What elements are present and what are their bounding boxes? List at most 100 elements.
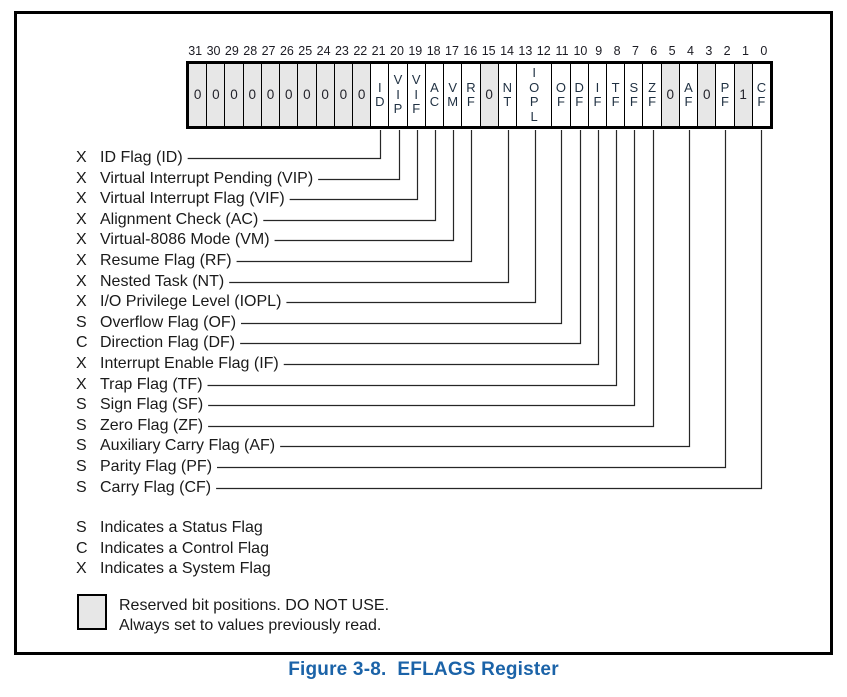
cell-bit-letter: L bbox=[530, 108, 538, 124]
flag-label: Auxiliary Carry Flag (AF) bbox=[100, 437, 276, 455]
flag-prefix: X bbox=[76, 169, 87, 187]
legend-prefix: C bbox=[76, 539, 88, 557]
cell-bit-letter: F bbox=[648, 94, 657, 109]
flag-label: Interrupt Enable Flag (IF) bbox=[100, 355, 279, 372]
bit-number: 27 bbox=[261, 44, 276, 58]
cell-bit-letter: I bbox=[414, 86, 419, 102]
cell-bit-letter: F bbox=[611, 94, 620, 109]
flag-row: X Nested Task (NT) bbox=[76, 272, 224, 292]
flag-label: Virtual Interrupt Flag (VIF) bbox=[100, 190, 285, 208]
cell-bit-letter: O bbox=[555, 79, 567, 95]
bit-number: 24 bbox=[316, 44, 331, 58]
bit-number: 8 bbox=[613, 44, 621, 58]
flag-prefix: X bbox=[76, 149, 87, 166]
cell-bit-letter: F bbox=[720, 94, 729, 109]
legend-text: Indicates a Control Flag bbox=[100, 539, 269, 557]
flag-prefix: C bbox=[76, 334, 88, 352]
flag-prefix: S bbox=[76, 458, 87, 475]
cell-bit-value: 0 bbox=[248, 86, 257, 102]
cell-bit-letter: I bbox=[532, 65, 536, 80]
figure-caption: Figure 3-8. EFLAGS Register bbox=[288, 659, 559, 680]
register-cell-reserved: 0 bbox=[698, 64, 717, 126]
bit-number: 7 bbox=[631, 44, 639, 58]
cell-bit-letter: N bbox=[502, 79, 513, 95]
register-cell-reserved: 0 bbox=[207, 64, 226, 126]
cell-bit-letter: R bbox=[466, 79, 476, 95]
bit-number: 10 bbox=[573, 44, 588, 58]
cell-bit-letter: A bbox=[684, 79, 693, 95]
cell-bit-letter: D bbox=[375, 94, 385, 109]
legend-prefix: X bbox=[76, 559, 87, 577]
bit-number: 5 bbox=[668, 44, 676, 58]
cell-bit-letter: S bbox=[629, 79, 639, 95]
cell-bit-letter: C bbox=[756, 79, 767, 95]
flag-prefix: X bbox=[76, 252, 87, 269]
cell-bit-letter: D bbox=[574, 79, 584, 95]
register-cell-reserved: 0 bbox=[280, 64, 299, 126]
flag-prefix: X bbox=[76, 190, 87, 208]
cell-bit-value: 0 bbox=[702, 86, 711, 102]
flag-row: S Auxiliary Carry Flag (AF) bbox=[76, 436, 275, 456]
bit-number: 23 bbox=[334, 44, 349, 58]
flag-prefix: X bbox=[76, 293, 87, 311]
flag-label: Direction Flag (DF) bbox=[100, 334, 236, 352]
register-cell-reserved: 0 bbox=[480, 64, 499, 126]
cell-bit-value: 0 bbox=[212, 86, 220, 102]
flag-prefix: X bbox=[76, 272, 87, 290]
register-cell-reserved: 0 bbox=[352, 64, 372, 126]
cell-bit-letter: T bbox=[503, 94, 512, 109]
cell-bit-value: 1 bbox=[739, 86, 747, 102]
flag-label: Sign Flag (SF) bbox=[100, 396, 204, 414]
bit-number: 11 bbox=[555, 44, 569, 58]
cell-bit-value: 0 bbox=[357, 86, 366, 102]
cell-bit-letter: F bbox=[412, 101, 421, 117]
cell-bit-value: 0 bbox=[266, 86, 275, 102]
cell-bit-letter: V bbox=[448, 79, 457, 95]
bit-number: 1 bbox=[742, 44, 749, 58]
reserved-note-line2: Always set to values previously read. bbox=[119, 617, 382, 634]
register-cell-reserved: 0 bbox=[334, 64, 353, 126]
flag-prefix: X bbox=[76, 355, 87, 372]
flag-label: Alignment Check (AC) bbox=[100, 210, 259, 228]
flag-label: Carry Flag (CF) bbox=[100, 478, 212, 496]
cell-bit-letter: I bbox=[595, 79, 600, 95]
cell-bit-letter: Z bbox=[648, 79, 657, 95]
cell-bit-letter: F bbox=[575, 94, 584, 109]
flag-label: Nested Task (NT) bbox=[100, 272, 225, 290]
bit-number: 16 bbox=[463, 44, 478, 58]
flag-prefix: S bbox=[76, 396, 87, 414]
flag-row: X ID Flag (ID) bbox=[76, 148, 183, 168]
cell-bit-letter: P bbox=[720, 79, 730, 95]
cell-bit-letter: P bbox=[529, 94, 539, 109]
cell-bit-value: 0 bbox=[284, 86, 293, 102]
register-cell-reserved: 0 bbox=[225, 64, 244, 126]
legend-row: C Indicates a Control Flag bbox=[76, 539, 269, 559]
bit-number: 29 bbox=[224, 44, 239, 58]
legend-text: Indicates a Status Flag bbox=[100, 519, 263, 536]
cell-bit-letter: M bbox=[447, 94, 459, 109]
flag-prefix: S bbox=[76, 437, 87, 455]
flag-row: X Interrupt Enable Flag (IF) bbox=[76, 354, 279, 374]
cell-bit-value: 0 bbox=[303, 86, 311, 102]
reserved-note-line1: Reserved bit positions. DO NOT USE. bbox=[119, 597, 390, 614]
cell-bit-letter: V bbox=[393, 72, 403, 88]
flag-label: ID Flag (ID) bbox=[100, 149, 183, 166]
